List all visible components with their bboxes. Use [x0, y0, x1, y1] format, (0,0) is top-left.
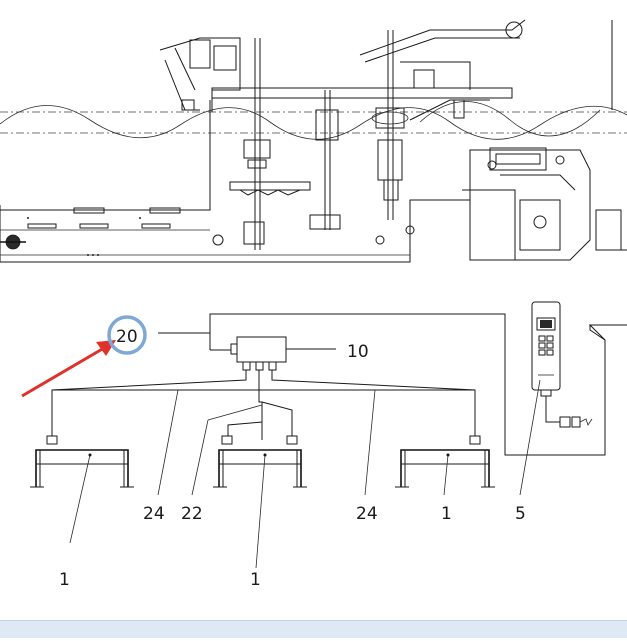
controller-unit-5	[519, 301, 593, 496]
label-item-24-left: 24	[143, 504, 165, 524]
unit-1-left	[30, 435, 134, 488]
unit-1-center	[213, 435, 307, 488]
label-item-1-bottom-center: 1	[250, 570, 261, 590]
label-item-1-right: 1	[441, 504, 452, 524]
label-item-22: 22	[181, 504, 203, 524]
wiring-schematic: 20 10 24 22 24 1 5 1 1	[21, 301, 627, 590]
label-item-24-right: 24	[356, 504, 378, 524]
label-item-1-bottom-left: 1	[59, 570, 70, 590]
label-item-5: 5	[515, 504, 526, 524]
label-item-20: 20	[116, 327, 138, 347]
highlight-circle-icon	[107, 315, 147, 355]
status-bar	[0, 620, 627, 638]
label-item-10: 10	[347, 342, 369, 362]
machine-drawing	[0, 19, 627, 263]
control-box	[236, 336, 287, 363]
box-connectors	[51, 361, 476, 440]
unit-1-right	[395, 435, 495, 488]
